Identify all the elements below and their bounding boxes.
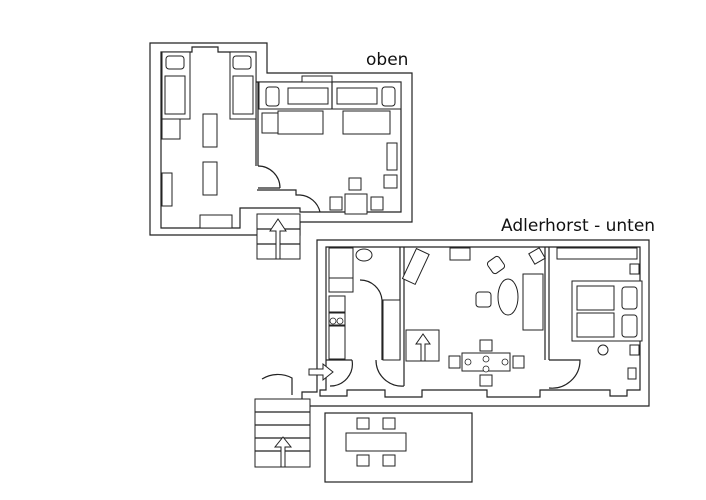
shower	[328, 247, 354, 279]
arrow-up-icon	[415, 333, 431, 362]
armchair	[475, 291, 492, 308]
pillow-icon	[165, 55, 185, 70]
tv-stand	[401, 247, 430, 286]
upper-stairs	[256, 213, 301, 260]
lower-stairs	[254, 398, 311, 468]
lower-floor-label: Adlerhorst - unten	[501, 216, 656, 236]
toilet	[328, 277, 354, 293]
arrow-up-icon	[273, 436, 293, 468]
arrow-right-icon	[308, 362, 334, 382]
coffee-table	[497, 278, 519, 316]
sofa	[522, 273, 544, 331]
sofa-bed	[277, 110, 324, 135]
chair	[348, 177, 362, 191]
sink	[355, 248, 373, 262]
upper-floor-label: oben	[366, 50, 409, 70]
armchair	[265, 86, 280, 107]
arrow-up-icon	[269, 218, 287, 260]
terrace-table	[345, 432, 407, 452]
lower-floor-plan	[254, 239, 650, 483]
armchair	[486, 255, 506, 275]
sofa-bed	[342, 110, 391, 135]
upper-floor-plan	[149, 42, 413, 260]
table	[344, 193, 368, 215]
chair	[329, 196, 343, 211]
bench	[202, 161, 218, 196]
armchair	[381, 86, 396, 107]
bench	[202, 113, 218, 148]
chair	[370, 196, 384, 211]
wardrobe	[556, 247, 638, 260]
terrace	[324, 412, 473, 483]
chair-person-icon	[597, 344, 609, 356]
